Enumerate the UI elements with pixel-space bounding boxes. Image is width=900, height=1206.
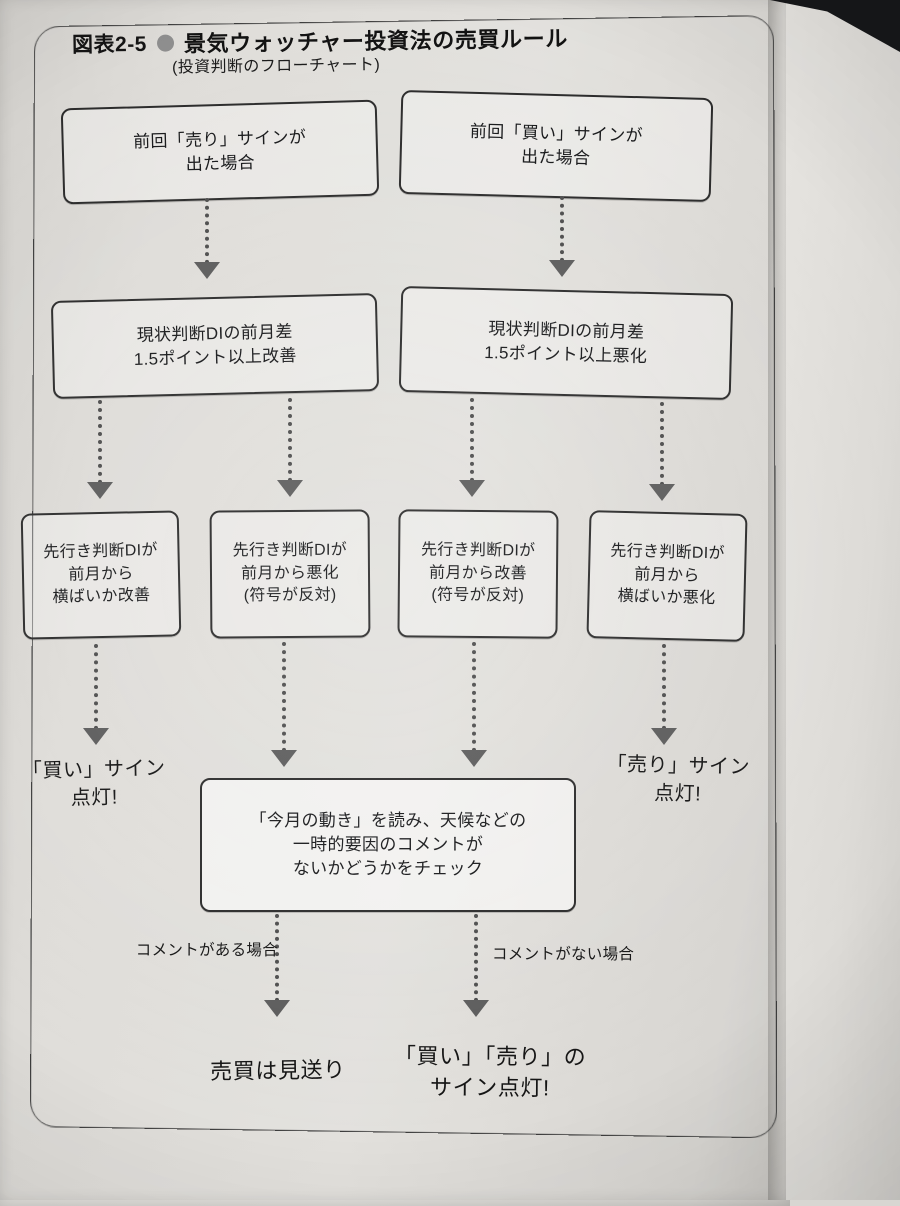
node-text: 先行き判断DIが 前月から改善 (符号が反対) — [421, 539, 536, 608]
label-no-comment: コメントがない場合 — [492, 944, 692, 966]
node-monthly-movement-check: 「今月の動き」を読み、天候などの 一時的要因のコメントが ないかどうかをチェック — [200, 778, 576, 912]
connector-di-improve-to-future-flat — [98, 400, 102, 484]
arrowhead-prev-sell-to-di — [194, 262, 220, 279]
result-signal-on: 「買い」「売り」の サイン点灯! — [380, 1041, 600, 1104]
node-text: 前回「買い」サインが 出た場合 — [469, 120, 643, 173]
node-text: 現状判断DIの前月差 1.5ポイント以上悪化 — [484, 317, 648, 369]
connector-prev-buy-to-di — [560, 196, 564, 262]
filled-circle-bullet-icon — [157, 34, 174, 51]
connector-check-to-signal-on — [474, 914, 478, 1002]
label-sell-signal: 「売り」サイン 点灯! — [591, 750, 764, 810]
node-future-di-flat-or-improve: 先行き判断DIが 前月から 横ばいか改善 — [21, 510, 182, 639]
node-future-di-worsen-opposite: 先行き判断DIが 前月から悪化 (符号が反対) — [210, 509, 371, 638]
figure-subtitle: (投資判断のフローチャート) — [172, 51, 380, 78]
figure-number: 図表2-5 — [72, 28, 147, 59]
label-buy-signal: 「買い」サイン 点灯! — [7, 754, 180, 814]
node-text: 前回「売り」サインが 出た場合 — [133, 125, 307, 178]
arrowhead-di-worsen-to-future-improve — [459, 480, 485, 497]
arrowhead-check-to-skip — [264, 1000, 290, 1017]
label-has-comment: コメントがある場合 — [92, 940, 278, 962]
node-prev-buy-signal: 前回「買い」サインが 出た場合 — [399, 90, 714, 202]
arrowhead-future-worsen-to-sell-signal — [651, 728, 677, 745]
arrowhead-future-worsen-to-check — [271, 750, 297, 767]
arrowhead-check-to-signal-on — [463, 1000, 489, 1017]
node-current-di-improve: 現状判断DIの前月差 1.5ポイント以上改善 — [51, 293, 379, 399]
connector-future-worsen-to-sell-signal — [662, 644, 666, 730]
connector-di-worsen-to-future-improve — [470, 398, 474, 482]
node-future-di-improve-opposite: 先行き判断DIが 前月から改善 (符号が反対) — [397, 509, 558, 638]
connector-future-worsen-to-check — [282, 642, 286, 752]
node-future-di-flat-or-worsen: 先行き判断DIが 前月から 横ばいか悪化 — [586, 510, 747, 642]
connector-future-improve-to-check — [472, 642, 476, 752]
connector-future-flat-to-buy-signal — [94, 644, 98, 730]
connector-prev-sell-to-di — [205, 198, 209, 264]
connector-di-improve-to-future-worsen — [288, 398, 292, 482]
arrowhead-future-flat-to-buy-signal — [83, 728, 109, 745]
connector-di-worsen-to-future-flat — [660, 402, 664, 486]
node-text: 現状判断DIの前月差 1.5ポイント以上改善 — [133, 320, 297, 372]
arrowhead-di-improve-to-future-flat — [87, 482, 113, 499]
node-prev-sell-signal: 前回「売り」サインが 出た場合 — [61, 100, 380, 205]
arrowhead-di-worsen-to-future-flat — [649, 484, 675, 501]
node-text: 先行き判断DIが 前月から悪化 (符号が反対) — [233, 540, 348, 609]
arrowhead-prev-buy-to-di — [549, 260, 575, 277]
node-current-di-worsen: 現状判断DIの前月差 1.5ポイント以上悪化 — [399, 286, 733, 400]
node-text: 先行き判断DIが 前月から 横ばいか改善 — [43, 540, 159, 611]
result-skip-trading: 売買は見送り — [178, 1055, 378, 1089]
arrowhead-di-improve-to-future-worsen — [277, 480, 303, 497]
arrowhead-future-improve-to-check — [461, 750, 487, 767]
node-text: 「今月の動き」を読み、天候などの 一時的要因のコメントが ないかどうかをチェック — [250, 809, 527, 881]
node-text: 先行き判断DIが 前月から 横ばいか悪化 — [609, 541, 725, 612]
